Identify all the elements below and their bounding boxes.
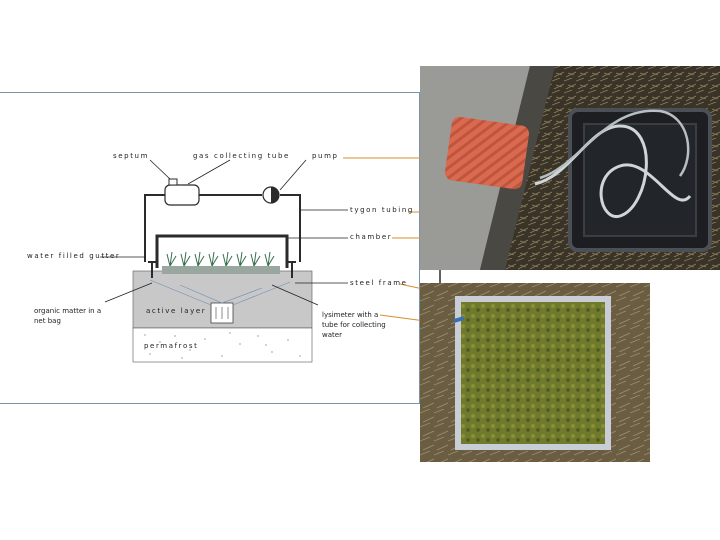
label-organic-matter: organic matter in a net bag [34,306,112,326]
tygon-tubing-right [280,195,300,262]
septum-shape [169,179,177,185]
label-gas-collecting-tube: gas collecting tube [193,152,290,160]
label-tygon-tubing: tygon tubing [350,206,414,214]
tygon-tubing-left [145,195,165,262]
chamber-field-photo [420,66,720,270]
label-active-layer: active layer [146,307,206,315]
label-permafrost: permafrost [144,342,198,350]
label-pump: pump [312,152,339,160]
gas-collecting-tube [165,185,199,205]
label-lysimeter: lysimeter with a tube for collecting wat… [322,310,392,340]
grass-tufts [167,252,274,266]
label-septum: septum [113,152,149,160]
label-chamber: chamber [350,233,392,241]
steel-frame-photo [420,283,650,462]
vegetation-layer [162,266,280,274]
label-steel-frame: steel frame [350,279,408,287]
label-water-filled-gutter: water filled gutter [27,252,120,260]
chamber-lid-photo [444,116,530,190]
